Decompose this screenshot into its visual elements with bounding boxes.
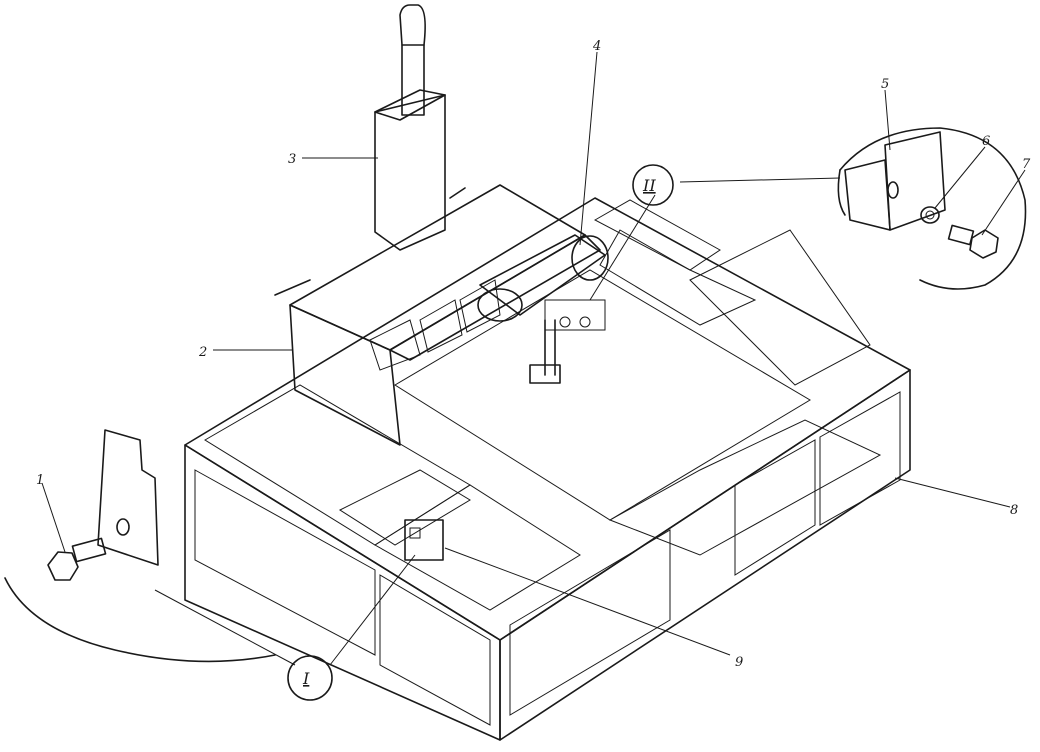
engine-housing [274, 184, 601, 446]
leader-5 [884, 89, 891, 151]
leader-detail-ii-2 [679, 177, 841, 183]
callout-7: 7 [1022, 157, 1031, 172]
leader-7 [981, 169, 1026, 236]
detail-ii-label: II [642, 176, 656, 195]
cylinder-unit [477, 234, 609, 384]
side-panels-left [194, 469, 491, 726]
side-panels-right [509, 391, 901, 716]
callout-3: 3 [288, 152, 296, 167]
leader-9 [444, 547, 731, 656]
leader-detail-i-2 [154, 589, 296, 666]
leader-detail-i [329, 554, 416, 666]
callout-1: 1 [36, 473, 44, 488]
detail-ii-inset [837, 127, 1027, 290]
callout-8: 8 [1010, 503, 1018, 518]
detail-i-marker [287, 655, 333, 701]
callout-4: 4 [592, 39, 601, 54]
leader-detail-ii [589, 194, 656, 301]
leader-8 [894, 477, 1011, 508]
leader-lines [41, 51, 1026, 666]
callout-9: 9 [735, 655, 743, 670]
detail-i-label: I [302, 669, 310, 688]
deck-plates [204, 199, 882, 611]
leader-1 [41, 482, 66, 553]
callout-5: 5 [881, 77, 889, 92]
detail-ii-marker [632, 164, 674, 206]
base-frame [184, 197, 911, 741]
callout-2: 2 [198, 345, 207, 360]
detail-i-inset [4, 429, 444, 663]
callout-labels: 1 2 3 4 5 6 7 8 9 I II [36, 39, 1031, 701]
leader-4 [579, 51, 598, 246]
leader-6 [934, 146, 986, 209]
callout-6: 6 [982, 134, 990, 149]
exhaust-pipe [374, 4, 446, 251]
